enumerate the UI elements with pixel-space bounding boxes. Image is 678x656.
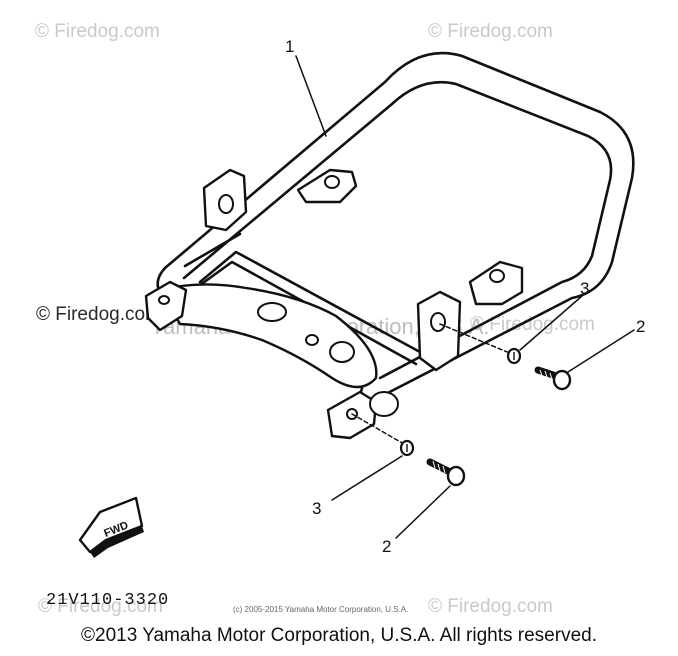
washer-right: [506, 347, 522, 365]
leader-bolt-right: [567, 329, 635, 373]
mount-line-right: [439, 323, 513, 355]
gusset-plate: [158, 283, 378, 389]
mount-tab-upper-middle: [296, 168, 358, 204]
callout-washer-lower: 3: [312, 499, 321, 518]
leader-washer-lower: [331, 455, 403, 501]
small-copyright: (c) 2005-2015 Yamaha Motor Corporation, …: [233, 605, 408, 614]
leader-bolt-lower: [395, 485, 451, 539]
mount-line-lower: [351, 413, 405, 445]
part-code: 21V110-3320: [46, 591, 169, 610]
callout-bolt-lower: 2: [382, 537, 391, 556]
mount-tab-right-rear: [468, 260, 524, 306]
mount-tab-center-right: [416, 290, 462, 372]
footer-copyright: ©2013 Yamaha Motor Corporation, U.S.A. A…: [81, 625, 597, 646]
leader-frame: [295, 55, 327, 137]
tube-end: [369, 391, 399, 417]
callout-washer-right: 3: [580, 279, 589, 298]
callout-frame: 1: [285, 37, 294, 56]
mount-tab-left-front: [144, 280, 188, 332]
watermark-mid-right: © Firedog.com: [470, 314, 595, 335]
mount-tab-upper-left: [202, 168, 248, 232]
bolt-lower: [426, 458, 466, 487]
washer-lower: [399, 439, 415, 457]
mount-tab-lower-front: [326, 390, 378, 440]
fwd-arrow-icon: FWD: [78, 496, 144, 558]
bolt-right: [534, 366, 572, 391]
watermark-bottom-left: © Firedog.com: [38, 596, 163, 617]
watermark-bottom-right: © Firedog.com: [428, 596, 553, 617]
watermark-top-left: © Firedog.com: [35, 21, 160, 42]
callout-bolt-right: 2: [636, 317, 645, 336]
watermark-top-right: © Firedog.com: [428, 21, 553, 42]
leader-washer-right: [519, 295, 583, 351]
watermark-mid-left: © Firedog.com: [36, 304, 161, 325]
